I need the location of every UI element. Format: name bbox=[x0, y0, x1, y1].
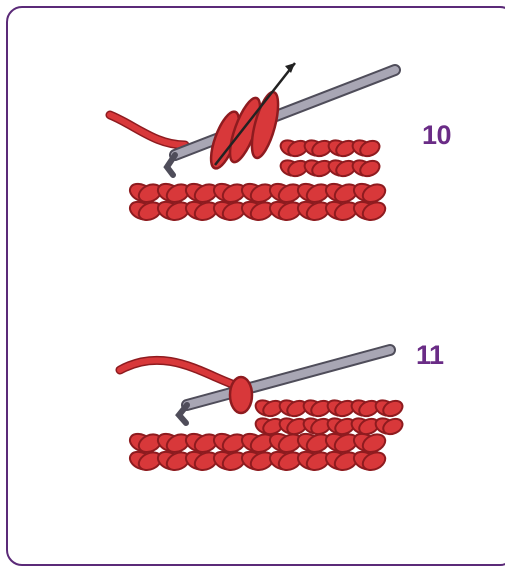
loop-on-hook bbox=[230, 377, 252, 413]
foundation-row bbox=[127, 180, 388, 223]
crochet-hook-icon bbox=[167, 70, 395, 175]
step-11-illustration bbox=[95, 325, 415, 495]
loops-on-hook bbox=[205, 90, 283, 172]
step-number-11: 11 bbox=[416, 340, 444, 371]
step-number-10: 10 bbox=[422, 120, 451, 151]
step-10-illustration bbox=[95, 45, 415, 245]
new-row bbox=[253, 397, 405, 437]
new-row bbox=[278, 137, 382, 179]
foundation-row bbox=[127, 430, 388, 473]
